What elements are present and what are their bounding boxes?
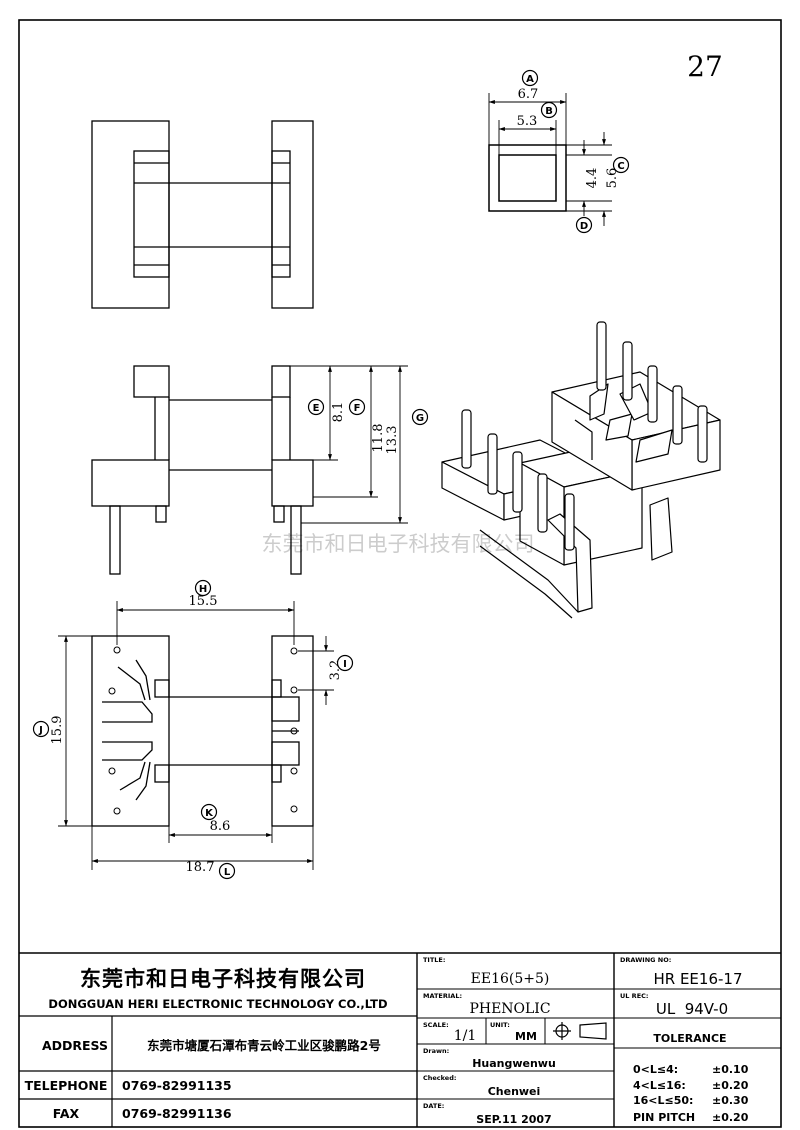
- address-value: 东莞市塘厦石潭布青云岭工业区骏鹏路2号: [147, 1038, 381, 1053]
- date-label: DATE:: [423, 1102, 444, 1110]
- drawing-no-value: HR EE16-17: [653, 970, 742, 988]
- drawn-label: Drawn:: [423, 1047, 449, 1055]
- unit-label: UNIT:: [490, 1021, 510, 1029]
- callout-j-label: J: [38, 725, 43, 736]
- callout-g: G: [411, 408, 429, 426]
- projection-symbol-icon: [553, 1022, 607, 1040]
- top-view: [91, 120, 314, 309]
- checked-value: Chenwei: [488, 1085, 541, 1098]
- ul-label: UL REC:: [620, 992, 649, 1000]
- callout-f-label: F: [354, 403, 361, 414]
- tolerance-value-2: ±0.20: [712, 1079, 749, 1092]
- address-label: ADDRESS: [42, 1038, 108, 1053]
- callout-c-label: C: [617, 161, 624, 172]
- drawing-no-label: DRAWING NO:: [620, 956, 671, 964]
- page-number: 27: [687, 50, 723, 83]
- title-block: [19, 952, 781, 1127]
- dim-j-value: 15.9: [50, 716, 65, 745]
- telephone-label: TELEPHONE: [25, 1078, 108, 1093]
- bottom-view-pin-holes: [108, 646, 298, 815]
- front-view: [91, 365, 314, 575]
- callout-l: L: [218, 862, 236, 880]
- callout-e-label: E: [313, 403, 320, 414]
- callout-b-label: B: [545, 106, 553, 117]
- dim-k-value: 8.6: [210, 819, 231, 834]
- tolerance-value-1: ±0.10: [712, 1063, 749, 1076]
- tolerance-range-3: 16<L≤50:: [633, 1094, 693, 1107]
- scale-value: 1/1: [454, 1028, 477, 1044]
- tolerance-value-4: ±0.20: [712, 1111, 749, 1124]
- telephone-value: 0769-82991135: [122, 1078, 232, 1093]
- callout-g-label: G: [416, 413, 424, 424]
- core-window-section: [488, 144, 567, 212]
- dim-h-value: 15.5: [189, 594, 218, 609]
- callout-j: J: [32, 720, 50, 738]
- tolerance-label: TOLERANCE: [653, 1032, 726, 1045]
- tolerance-value-3: ±0.30: [712, 1094, 749, 1107]
- material-value: PHENOLIC: [469, 1001, 550, 1017]
- callout-i-label: I: [343, 659, 347, 670]
- material-label: MATERIAL:: [423, 992, 462, 1000]
- dim-b-value: 5.3: [517, 114, 538, 129]
- unit-value: MM: [515, 1030, 537, 1043]
- tolerance-range-2: 4<L≤16:: [633, 1079, 686, 1092]
- callout-i: I: [336, 654, 354, 672]
- scale-label: SCALE:: [423, 1021, 449, 1029]
- title-value: EE16(5+5): [471, 971, 550, 987]
- dim-g-value: 13.3: [385, 426, 400, 455]
- section-dimensions: [488, 93, 612, 226]
- dim-l-value: 18.7: [186, 860, 215, 875]
- watermark-text: 东莞市和日电子科技有限公司: [262, 532, 535, 556]
- callout-b: B: [540, 101, 558, 119]
- ul-value: UL 94V-0: [656, 1000, 728, 1018]
- checked-label: Checked:: [423, 1074, 456, 1082]
- tolerance-range-4: PIN PITCH: [633, 1111, 695, 1124]
- title-label: TITLE:: [423, 956, 445, 964]
- dim-c-value: 4.4: [585, 168, 600, 189]
- callout-h-label: H: [199, 584, 207, 595]
- bottom-dimensions: [58, 601, 334, 870]
- date-value: SEP.11 2007: [476, 1113, 551, 1126]
- callout-f: F: [348, 398, 366, 416]
- company-name-en: DONGGUAN HERI ELECTRONIC TECHNOLOGY CO.,…: [48, 997, 387, 1011]
- dim-f-value: 11.8: [371, 424, 386, 453]
- isometric-pins: [461, 321, 708, 551]
- dim-a-value: 6.7: [518, 87, 539, 102]
- callout-c: C: [612, 156, 630, 174]
- callout-d: D: [575, 216, 593, 234]
- callout-l-label: L: [224, 867, 231, 878]
- callout-e: E: [307, 398, 325, 416]
- callout-a-label: A: [526, 74, 534, 85]
- dim-e-value: 8.1: [331, 402, 346, 423]
- callout-k-label: K: [205, 808, 214, 819]
- sheet-border: [18, 19, 782, 1128]
- fax-label: FAX: [53, 1106, 80, 1121]
- callout-h: H: [194, 579, 212, 597]
- tolerance-range-1: 0<L≤4:: [633, 1063, 678, 1076]
- company-name-cn: 东莞市和日电子科技有限公司: [80, 967, 366, 991]
- front-dimensions: [290, 365, 408, 524]
- fax-value: 0769-82991136: [122, 1106, 232, 1121]
- dim-d-value: 5.6: [605, 168, 620, 189]
- callout-k: K: [200, 803, 218, 821]
- callout-a: A: [521, 69, 539, 87]
- drawn-value: Huangwenwu: [472, 1057, 556, 1070]
- callout-d-label: D: [580, 221, 588, 232]
- bottom-view: [91, 635, 314, 827]
